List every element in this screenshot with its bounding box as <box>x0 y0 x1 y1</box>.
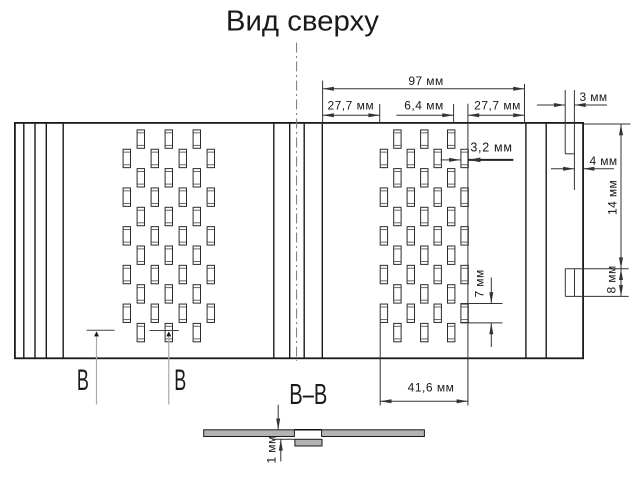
svg-text:В–В: В–В <box>289 379 327 411</box>
svg-text:3,2 мм: 3,2 мм <box>470 140 512 154</box>
svg-text:27,7 мм: 27,7 мм <box>474 98 521 112</box>
svg-text:В: В <box>77 364 89 397</box>
svg-text:3 мм: 3 мм <box>579 90 607 104</box>
svg-text:41,6 мм: 41,6 мм <box>408 380 455 394</box>
svg-text:Вид сверху: Вид сверху <box>226 6 379 38</box>
svg-text:6,4 мм: 6,4 мм <box>404 98 444 112</box>
svg-text:14 мм: 14 мм <box>606 180 620 215</box>
svg-text:27,7 мм: 27,7 мм <box>327 98 374 112</box>
svg-text:4 мм: 4 мм <box>589 154 617 168</box>
svg-text:В: В <box>174 364 186 397</box>
svg-text:7 мм: 7 мм <box>473 269 487 297</box>
svg-text:8 мм: 8 мм <box>605 265 619 293</box>
svg-text:97 мм: 97 мм <box>408 74 443 88</box>
svg-text:1 мм: 1 мм <box>265 435 279 463</box>
